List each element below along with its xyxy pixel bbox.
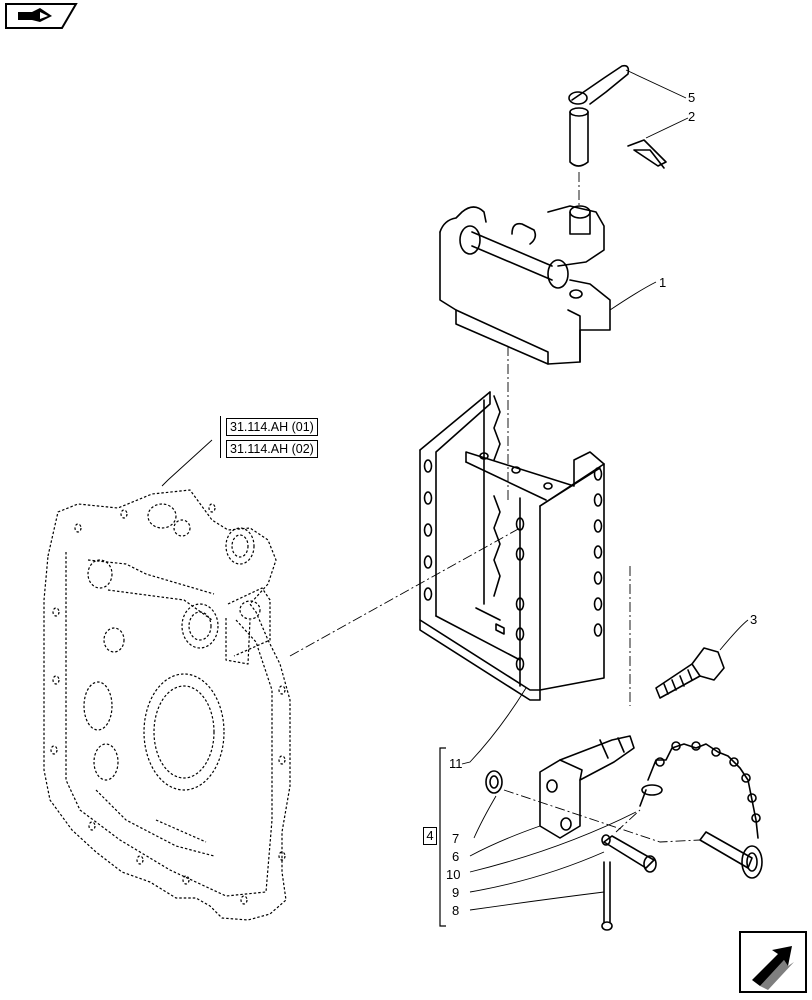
hitch-frame-part xyxy=(419,391,605,701)
adapter-part xyxy=(539,735,635,839)
reference-bracket xyxy=(220,416,221,458)
chain-part xyxy=(639,741,763,879)
hitch-pin-part xyxy=(568,64,630,167)
group-bracket xyxy=(439,747,446,927)
reference-label-02[interactable]: 31.114.AH (02) xyxy=(226,440,318,458)
callout-7: 7 xyxy=(452,831,460,846)
leader-lines xyxy=(161,69,749,911)
callout-8: 8 xyxy=(452,903,460,918)
callout-9: 9 xyxy=(452,885,460,900)
clip-part xyxy=(627,139,667,169)
callout-5: 5 xyxy=(688,90,696,105)
callout-3: 3 xyxy=(750,612,758,627)
group-number-box: 4 xyxy=(423,827,437,845)
next-page-arrow-icon[interactable] xyxy=(738,930,808,994)
callout-2: 2 xyxy=(688,109,696,124)
reference-label-01[interactable]: 31.114.AH (01) xyxy=(226,418,318,436)
hand-pointing-book-icon xyxy=(5,3,78,29)
bolt-part xyxy=(655,647,725,699)
axle-housing-part xyxy=(43,489,291,921)
callout-10: 10 xyxy=(446,867,461,882)
callout-11: 11 xyxy=(449,756,463,771)
callout-1: 1 xyxy=(659,275,667,290)
pin-part xyxy=(601,834,657,873)
callout-6: 6 xyxy=(452,849,460,864)
hook-part xyxy=(439,205,611,365)
snap-pin-part xyxy=(601,861,613,931)
alignment-lines xyxy=(289,172,701,843)
bush-part xyxy=(485,770,503,794)
